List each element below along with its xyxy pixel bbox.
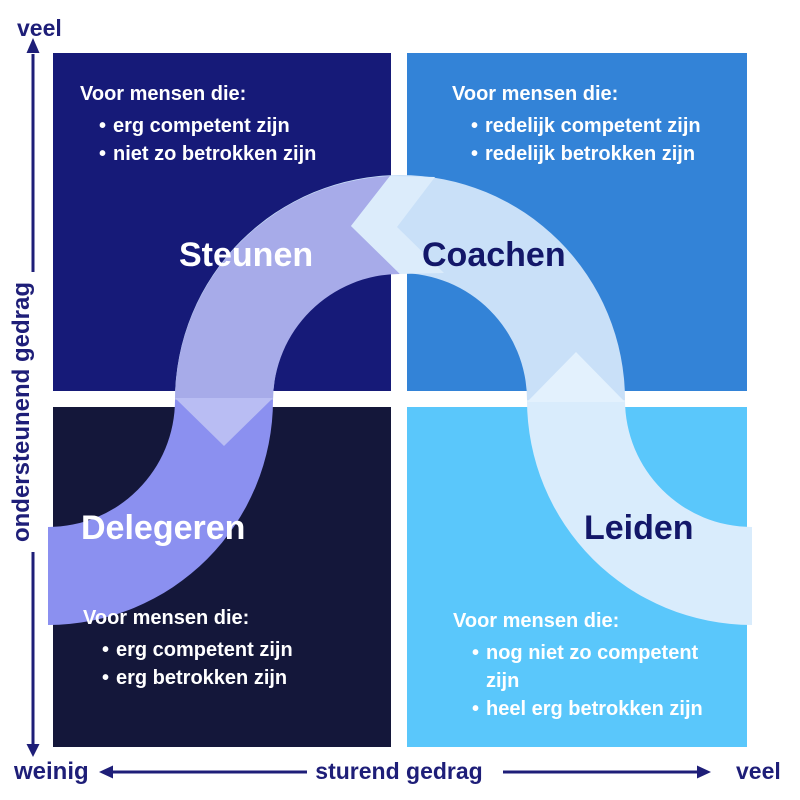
list-item: erg competent zijn: [80, 112, 316, 140]
coachen-bullet-list: redelijk competent zijn redelijk betrokk…: [452, 112, 701, 168]
band-segment-delegeren: [48, 400, 273, 625]
list-item: niet zo betrokken zijn: [80, 140, 316, 168]
flow-arrow-steunen-to-delegeren-icon: [175, 398, 273, 446]
flow-arrow-coachen-to-steunen-icon: [351, 176, 444, 274]
y-axis-arrow-down-icon: [26, 744, 40, 757]
x-axis-line-right: [503, 770, 701, 774]
steunen-intro: Voor mensen die:: [80, 83, 247, 105]
leiden-bullet-list: nog niet zo competent zijn heel erg betr…: [453, 639, 733, 723]
y-axis-title: ondersteunend gedrag: [8, 281, 35, 543]
coachen-intro: Voor mensen die:: [452, 83, 619, 105]
quadrant-coachen-text: Voor mensen die: redelijk competent zijn…: [452, 82, 701, 168]
list-item: erg betrokken zijn: [83, 664, 293, 692]
list-item: heel erg betrokken zijn: [453, 695, 733, 723]
list-item: erg competent zijn: [83, 636, 293, 664]
quadrant-title-coachen: Coachen: [422, 236, 566, 274]
y-axis-line-upper: [31, 54, 35, 272]
quadrant-leiden-text: Voor mensen die: nog niet zo competent z…: [453, 609, 733, 723]
list-item: nog niet zo competent zijn: [453, 639, 733, 695]
y-axis-max-label: veel: [17, 15, 62, 41]
band-segment-leiden: [527, 400, 752, 625]
steunen-bullet-list: erg competent zijn niet zo betrokken zij…: [80, 112, 316, 168]
x-axis-arrow-right-icon: [697, 765, 711, 779]
x-axis-line-left: [109, 770, 307, 774]
y-axis-line-lower: [31, 552, 35, 744]
list-item: redelijk competent zijn: [452, 112, 701, 140]
x-axis-arrow-left-icon: [99, 765, 113, 779]
quadrant-delegeren-text: Voor mensen die: erg competent zijn erg …: [83, 606, 293, 692]
quadrant-title-leiden: Leiden: [584, 509, 694, 547]
quadrant-steunen-text: Voor mensen die: erg competent zijn niet…: [80, 82, 316, 168]
delegeren-bullet-list: erg competent zijn erg betrokken zijn: [83, 636, 293, 692]
quadrant-title-delegeren: Delegeren: [81, 509, 246, 547]
quadrant-title-steunen: Steunen: [179, 236, 314, 274]
y-axis-arrow-up-icon: [26, 38, 40, 53]
band-segment-steunen: [175, 176, 400, 400]
list-item: redelijk betrokken zijn: [452, 140, 701, 168]
origin-min-label: weinig: [14, 758, 89, 785]
leiden-intro: Voor mensen die:: [453, 610, 620, 632]
flow-arrow-leiden-to-coachen-icon: [527, 352, 625, 402]
x-axis-max-label: veel: [736, 758, 781, 784]
delegeren-intro: Voor mensen die:: [83, 607, 250, 629]
x-axis-title: sturend gedrag: [315, 758, 483, 784]
